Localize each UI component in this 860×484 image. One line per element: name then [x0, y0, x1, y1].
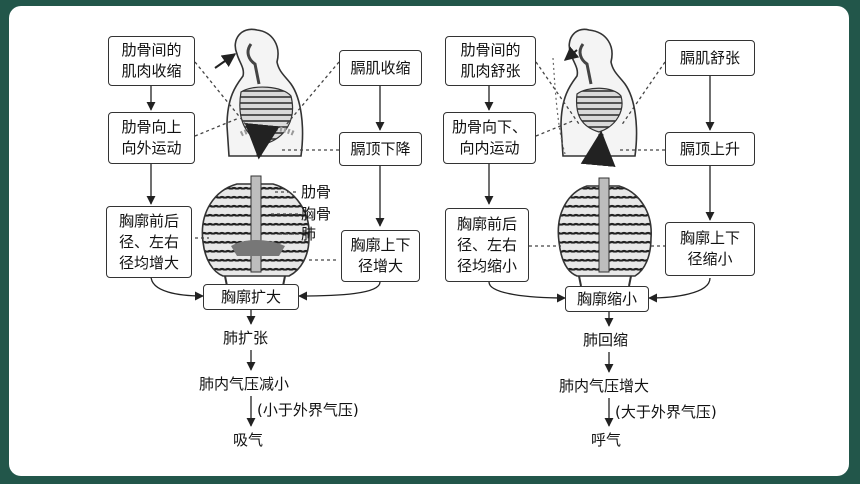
- right-pressure: 肺内气压增大: [559, 377, 650, 395]
- right-chest-result-box: 胸廓缩小: [565, 286, 649, 312]
- slide-card: 肋骨间的 肌肉收缩 肋骨向上 向外运动 胸廓前后 径、左右 径均增大 膈肌收缩 …: [9, 6, 849, 476]
- right-action: 呼气: [591, 431, 622, 449]
- right-diaphragm-muscle-box: 膈肌舒张: [665, 40, 755, 76]
- left-rib-muscle-box: 肋骨间的 肌肉收缩: [108, 36, 195, 86]
- right-lung-state: 肺回缩: [583, 331, 629, 349]
- left-diaphragm-muscle-box: 膈肌收缩: [339, 50, 422, 86]
- left-compare: (小于外界气压): [257, 401, 359, 419]
- right-chest-ap-box: 胸廓前后 径、左右 径均缩小: [445, 208, 529, 282]
- label-rib: 肋骨: [301, 183, 332, 201]
- left-pressure: 肺内气压减小: [199, 375, 290, 393]
- right-chest-vertical-box: 胸廓上下 径缩小: [665, 222, 755, 276]
- right-compare: (大于外界气压): [615, 403, 717, 421]
- ribcage-exhale-figure: [557, 177, 652, 287]
- torso-exhale-figure: [552, 28, 638, 167]
- right-rib-muscle-box: 肋骨间的 肌肉舒张: [445, 36, 536, 86]
- ribcage-inhale-figure: [201, 175, 310, 287]
- left-lung-state: 肺扩张: [223, 329, 269, 347]
- label-sternum: 胸骨: [301, 205, 332, 223]
- left-chest-result-box: 胸廓扩大: [203, 284, 299, 310]
- right-rib-movement-box: 肋骨向下、 向内运动: [443, 112, 536, 164]
- left-chest-vertical-box: 胸廓上下 径增大: [341, 230, 420, 282]
- left-diaphragm-top-box: 膈顶下降: [339, 132, 422, 166]
- torso-inhale-figure: [214, 28, 304, 160]
- left-chest-ap-box: 胸廓前后 径、左右 径均增大: [106, 206, 192, 278]
- left-rib-movement-box: 肋骨向上 向外运动: [108, 112, 195, 164]
- right-diaphragm-top-box: 膈顶上升: [665, 132, 755, 166]
- diagram-lines: [146, 28, 715, 427]
- left-action: 吸气: [233, 431, 264, 449]
- label-lung: 肺: [301, 225, 317, 243]
